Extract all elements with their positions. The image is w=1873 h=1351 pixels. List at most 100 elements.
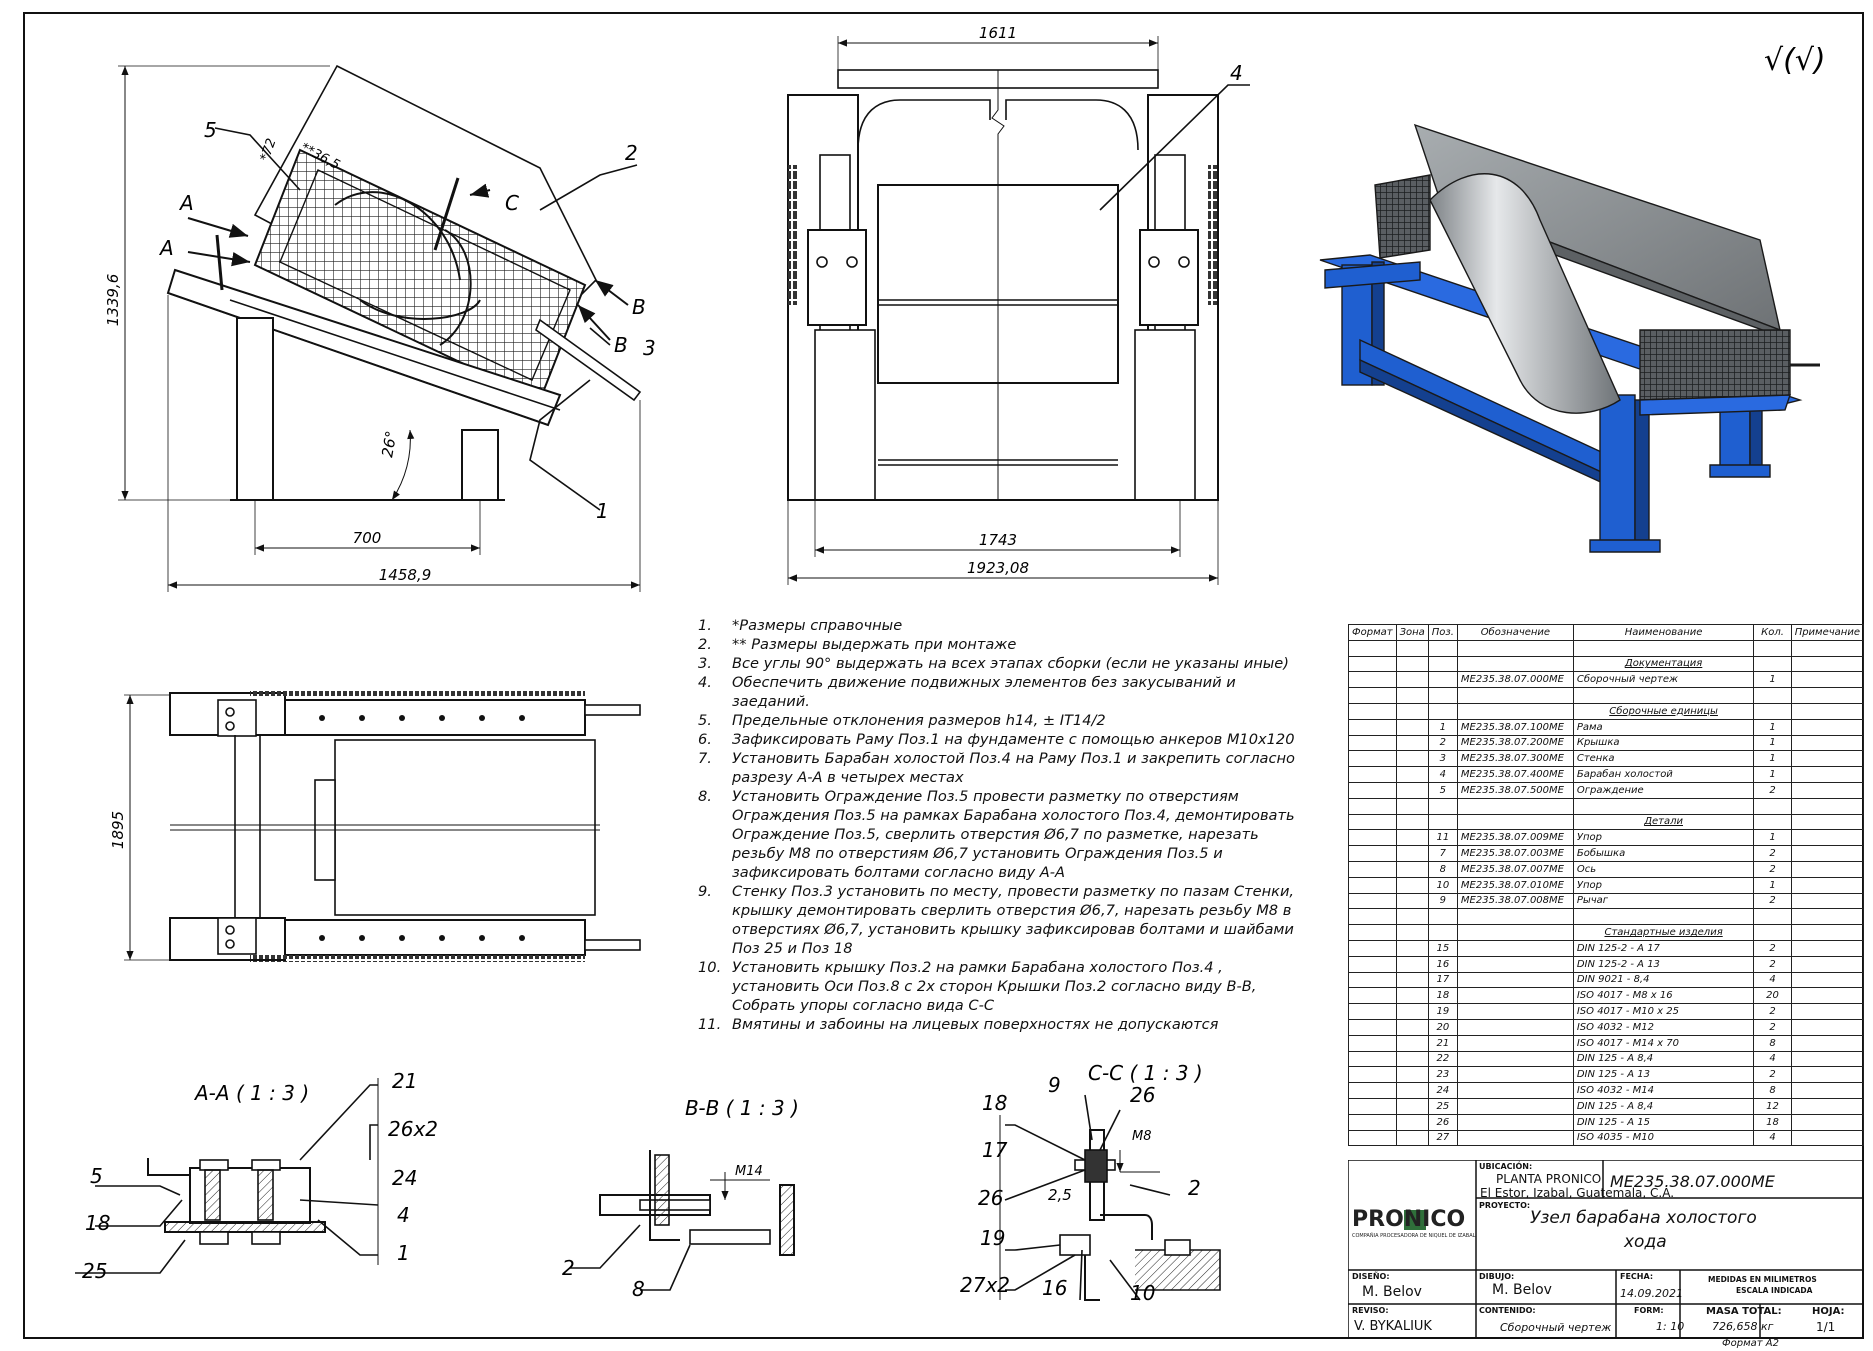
note-text: Установить Барабан холостой Поз.4 на Рам… bbox=[732, 750, 1295, 786]
form-value: 1: 10 bbox=[1656, 1320, 1685, 1333]
iso-guard-right bbox=[1639, 329, 1791, 401]
note-number: 11. bbox=[698, 1016, 722, 1033]
section-aa bbox=[75, 1078, 379, 1274]
callout-aa-24: 24 bbox=[392, 1166, 417, 1190]
bb-thread: M14 bbox=[735, 1164, 763, 1179]
bom-blank-row bbox=[1348, 639, 1865, 657]
note-text: Установить крышку Поз.2 на рамки Барабан… bbox=[732, 959, 1257, 1014]
note-text: Обеспечить движение подвижных элементов … bbox=[732, 674, 1236, 710]
bom-pos: 21 bbox=[1427, 1034, 1458, 1052]
bom-header-code: Обозначение bbox=[1456, 624, 1574, 641]
side-view bbox=[118, 64, 642, 592]
callout-front-4: 4 bbox=[1230, 61, 1243, 85]
bom-section-name: Сборочные единицы bbox=[1572, 702, 1755, 720]
bom-pos: 7 bbox=[1427, 845, 1458, 862]
bom-name: ISO 4032 - M14 bbox=[1572, 1082, 1755, 1099]
bom-pos: 17 bbox=[1427, 971, 1458, 989]
cc-gap: 2,5 bbox=[1048, 1186, 1072, 1204]
note-text: Вмятины и забоины на лицевых поверхностя… bbox=[732, 1016, 1219, 1033]
section-bb bbox=[570, 1150, 795, 1291]
top-view bbox=[124, 689, 641, 962]
dim-top-width: 1895 bbox=[109, 811, 127, 849]
callout-cc-2: 2 bbox=[1188, 1176, 1201, 1200]
bom-qty: 4 bbox=[1753, 1129, 1792, 1147]
bom-code: ME235.38.07.007ME bbox=[1456, 860, 1574, 878]
medidas-label: MEDIDAS EN MILIMETROS bbox=[1708, 1275, 1817, 1284]
callout-aa-25: 25 bbox=[82, 1259, 107, 1283]
reviso-value: V. BYKALIUK bbox=[1354, 1319, 1432, 1334]
bom-qty: 1 bbox=[1753, 876, 1792, 894]
callout-aa-21: 21 bbox=[392, 1069, 417, 1093]
dim-height: 1339,6 bbox=[104, 274, 122, 327]
bom-qty: 2 bbox=[1753, 860, 1792, 878]
bom-pos: 1 bbox=[1427, 718, 1458, 736]
bom-name: Стенка bbox=[1572, 750, 1755, 768]
callout-cc-16: 16 bbox=[1042, 1276, 1067, 1300]
dim-front-inner: 1743 bbox=[979, 531, 1017, 549]
bom-name: ISO 4017 - M10 x 25 bbox=[1572, 1003, 1755, 1020]
pronico-logo-mark bbox=[1404, 1210, 1426, 1230]
note-number: 3. bbox=[698, 655, 712, 672]
bom-qty: 2 bbox=[1753, 1018, 1792, 1036]
callout-cc-27x2: 27x2 bbox=[960, 1273, 1010, 1297]
section-mark-b2: B bbox=[614, 333, 628, 357]
section-bb-title: B-B ( 1 : 3 ) bbox=[685, 1096, 799, 1120]
fecha-value: 14.09.2021 bbox=[1620, 1287, 1683, 1300]
bom-pos: 16 bbox=[1427, 955, 1458, 973]
bom-pos: 24 bbox=[1427, 1082, 1458, 1099]
bom-header-qty: Кол. bbox=[1753, 624, 1792, 641]
bom-qty: 2 bbox=[1753, 1066, 1792, 1084]
section-mark-a2: A bbox=[158, 236, 174, 260]
note-item: 3.Все углы 90° выдержать на всех этапах … bbox=[698, 654, 1298, 673]
note-number: 9. bbox=[698, 883, 712, 900]
bom-code: ME235.38.07.000ME bbox=[1456, 671, 1574, 689]
bom-pos: 5 bbox=[1427, 781, 1458, 799]
ubicacion-line1: PLANTA PRONICO bbox=[1496, 1172, 1602, 1186]
diseno-value: M. Belov bbox=[1362, 1284, 1422, 1300]
dibujo-label: DIBUJO: bbox=[1479, 1272, 1515, 1281]
bom-code bbox=[1456, 1129, 1574, 1147]
form-label: FORM: bbox=[1634, 1306, 1664, 1315]
bom-code: ME235.38.07.500ME bbox=[1456, 781, 1574, 799]
ubicacion-line2: El Estor, Izabal, Guatemala, C.A. bbox=[1480, 1186, 1675, 1200]
bom-blank-row bbox=[1348, 908, 1865, 926]
bom-pos: 10 bbox=[1427, 876, 1458, 894]
callout-bb-2: 2 bbox=[562, 1256, 575, 1280]
bom-code: ME235.38.07.003ME bbox=[1456, 845, 1574, 862]
hoja-value: 1/1 bbox=[1816, 1320, 1836, 1334]
bom-name: Упор bbox=[1572, 876, 1755, 894]
section-aa-title: A-A ( 1 : 3 ) bbox=[193, 1081, 309, 1105]
note-item: 11. Вмятины и забоины на лицевых поверхно… bbox=[698, 1015, 1298, 1034]
bom-section-name: Документация bbox=[1572, 655, 1755, 673]
callout-cc-26-top: 26 bbox=[1130, 1083, 1155, 1107]
bom-qty: 18 bbox=[1753, 1113, 1792, 1131]
bom-qty: 1 bbox=[1753, 766, 1792, 783]
pronico-logo-sub: COMPAÑIA PROCESADORA DE NIQUEL DE IZABAL bbox=[1352, 1233, 1476, 1239]
bom-section-name: Детали bbox=[1572, 813, 1755, 831]
bom-blank-row bbox=[1348, 687, 1865, 704]
hoja-label: HOJA: bbox=[1812, 1306, 1845, 1317]
bom-qty: 2 bbox=[1753, 781, 1792, 799]
pronico-logo: PRONICO bbox=[1352, 1207, 1466, 1232]
bom-name: DIN 125 - A 13 bbox=[1572, 1066, 1755, 1084]
bom-qty: 2 bbox=[1753, 845, 1792, 862]
callout-cc-26: 26 bbox=[978, 1186, 1003, 1210]
note-number: 1. bbox=[698, 617, 712, 634]
bom-qty: 4 bbox=[1753, 1050, 1792, 1068]
callout-aa-1: 1 bbox=[397, 1241, 410, 1265]
front-view bbox=[787, 36, 1250, 585]
callout-aa-5: 5 bbox=[90, 1164, 103, 1188]
note-item: 2.** Размеры выдержать при монтаже bbox=[698, 635, 1298, 654]
side-leg-left bbox=[236, 317, 274, 501]
